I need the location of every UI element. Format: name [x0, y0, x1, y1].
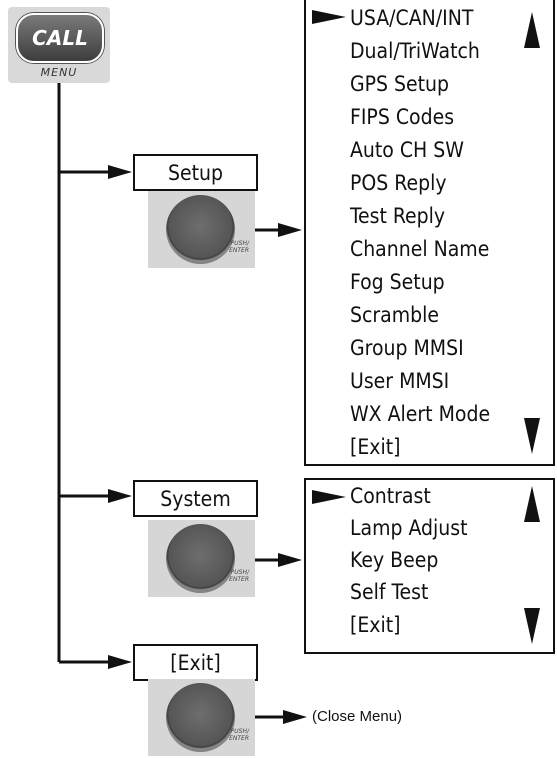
system-menu-arrow	[278, 553, 302, 567]
setup-branch-arrow	[108, 165, 132, 179]
system-menu-item[interactable]: [Exit]	[350, 613, 401, 637]
system-label: System	[160, 486, 231, 511]
system-menu-box: Contrast Lamp Adjust Key Beep Self Test …	[304, 478, 555, 654]
selection-cursor-icon	[312, 490, 346, 504]
knob-text-enter: ENTER	[229, 576, 249, 583]
setup-label: Setup	[167, 160, 223, 185]
knob-icon	[166, 683, 235, 752]
setup-menu-item[interactable]: FIPS Codes	[350, 105, 455, 129]
setup-menu-item[interactable]: Channel Name	[350, 237, 490, 261]
knob-icon	[166, 524, 235, 593]
setup-push-enter-knob[interactable]: PUSH/ ENTER	[148, 191, 255, 268]
close-menu-note: (Close Menu)	[312, 708, 403, 725]
scroll-up-icon[interactable]	[524, 12, 540, 48]
knob-text-enter: ENTER	[229, 735, 249, 742]
scroll-down-icon[interactable]	[524, 608, 540, 644]
exit-label-box: [Exit]	[133, 644, 258, 681]
call-label: CALL	[16, 13, 104, 63]
setup-label-box: Setup	[133, 154, 258, 191]
exit-push-enter-knob[interactable]: PUSH/ ENTER	[148, 679, 255, 756]
setup-menu-item[interactable]: USA/CAN/INT	[350, 6, 474, 30]
exit-result-arrow	[283, 710, 307, 724]
setup-menu-item[interactable]: GPS Setup	[350, 72, 450, 96]
knob-text-push: PUSH/	[230, 728, 249, 735]
call-menu-button[interactable]: CALL MENU	[8, 7, 110, 83]
selection-cursor-icon	[312, 10, 346, 24]
scroll-down-icon[interactable]	[524, 418, 540, 454]
system-menu-item[interactable]: Self Test	[350, 580, 429, 604]
setup-menu-item[interactable]: Fog Setup	[350, 270, 445, 294]
system-push-enter-knob[interactable]: PUSH/ ENTER	[148, 520, 255, 597]
system-menu-item[interactable]: Key Beep	[350, 548, 439, 572]
knob-text-enter: ENTER	[229, 247, 249, 254]
setup-menu-item[interactable]: Group MMSI	[350, 336, 464, 360]
setup-menu-item[interactable]: WX Alert Mode	[350, 402, 491, 426]
system-menu-item[interactable]: Lamp Adjust	[350, 516, 468, 540]
setup-menu-item[interactable]: Test Reply	[350, 204, 446, 228]
exit-label: [Exit]	[170, 650, 221, 675]
setup-menu-box: USA/CAN/INT Dual/TriWatch GPS Setup FIPS…	[304, 0, 555, 466]
knob-text-push: PUSH/	[230, 569, 249, 576]
setup-menu-item[interactable]: Scramble	[350, 303, 440, 327]
scroll-up-icon[interactable]	[524, 486, 540, 522]
system-label-box: System	[133, 480, 258, 517]
menu-label: MENU	[40, 66, 78, 79]
knob-text-push: PUSH/	[230, 240, 249, 247]
setup-menu-item[interactable]: [Exit]	[350, 435, 401, 459]
setup-menu-item[interactable]: POS Reply	[350, 171, 447, 195]
system-branch-arrow	[108, 489, 132, 503]
setup-menu-arrow	[278, 223, 302, 237]
setup-menu-item[interactable]: Dual/TriWatch	[350, 39, 480, 63]
knob-icon	[166, 195, 235, 264]
system-menu-item[interactable]: Contrast	[350, 484, 431, 508]
setup-menu-item[interactable]: User MMSI	[350, 369, 450, 393]
setup-menu-item[interactable]: Auto CH SW	[350, 138, 464, 162]
exit-branch-arrow	[108, 655, 132, 669]
